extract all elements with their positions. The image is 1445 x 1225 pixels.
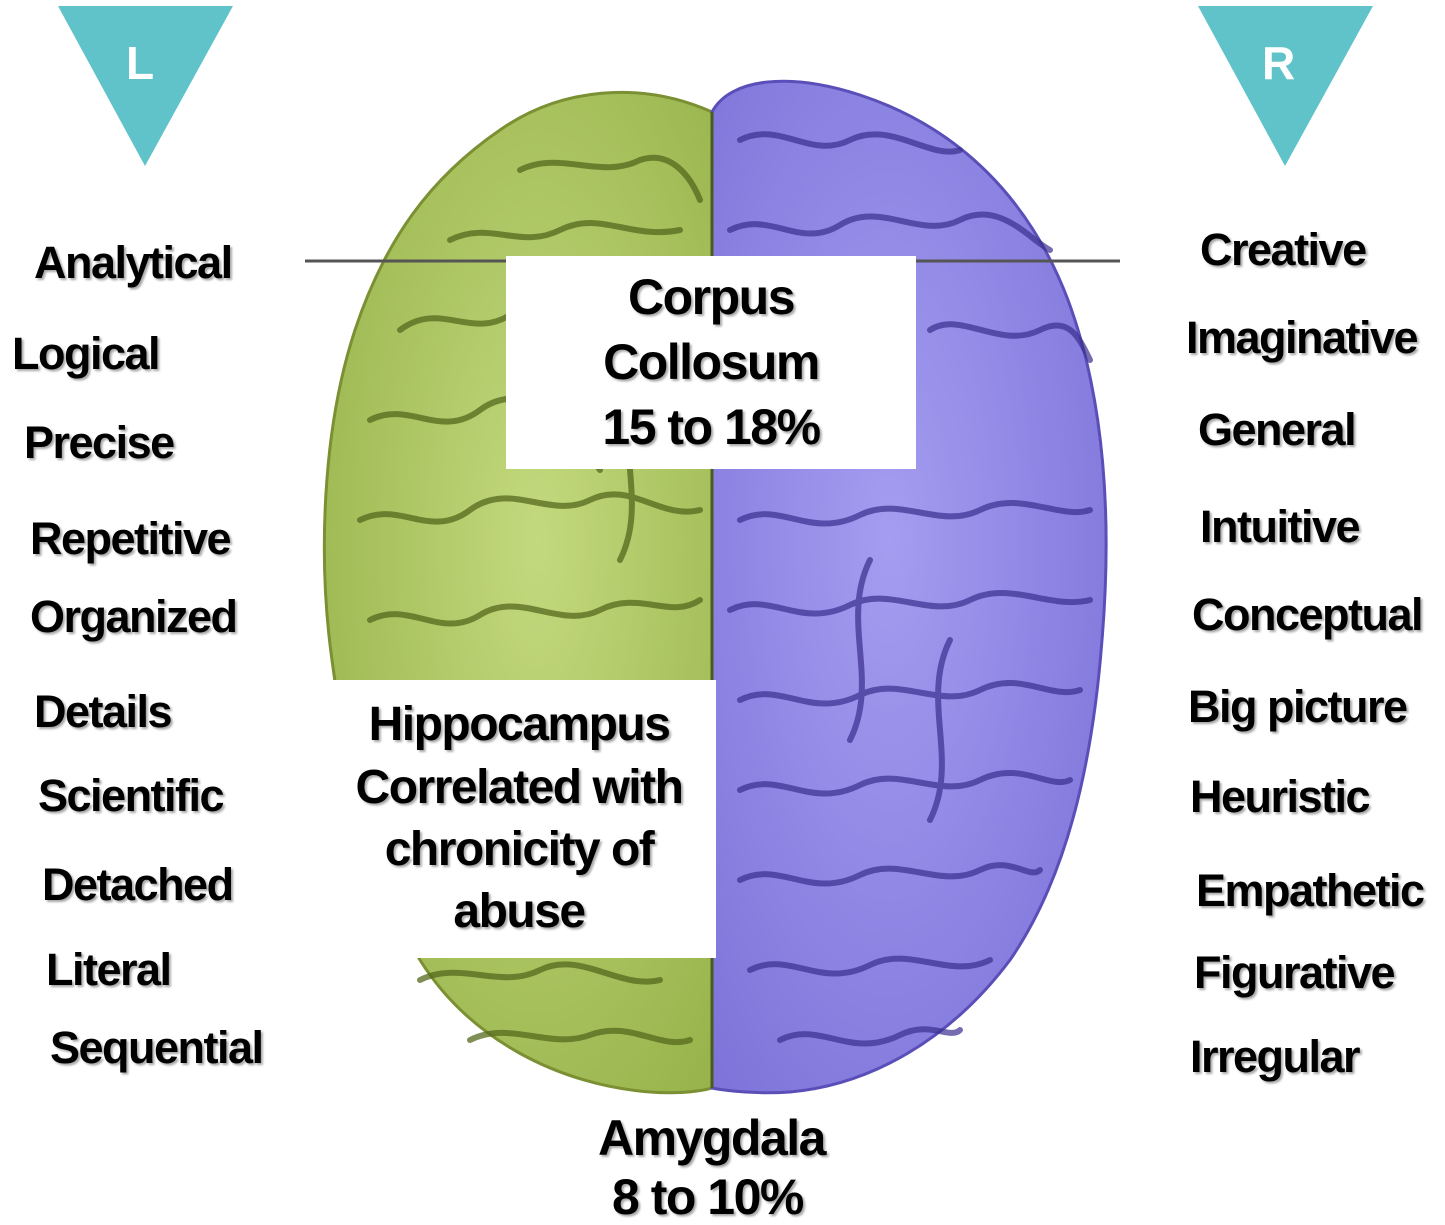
amygdala-percentage: 8 to 10% — [612, 1172, 803, 1222]
hippocampus-label-line4: abuse — [453, 881, 584, 943]
left-trait: Detached — [42, 862, 233, 907]
right-hemisphere — [712, 81, 1106, 1092]
right-trait: Figurative — [1194, 950, 1394, 995]
corpus-callosum-box: Corpus Collosum 15 to 18% — [506, 256, 916, 469]
right-trait: General — [1198, 407, 1355, 452]
right-trait: Imaginative — [1186, 315, 1417, 360]
left-trait: Sequential — [50, 1025, 263, 1070]
right-marker-letter: R — [1262, 40, 1295, 86]
left-trait: Analytical — [34, 240, 232, 285]
corpus-percentage: 15 to 18% — [602, 395, 819, 460]
left-trait: Repetitive — [30, 516, 230, 561]
left-trait: Precise — [24, 420, 174, 465]
right-trait: Irregular — [1190, 1034, 1359, 1079]
right-trait: Heuristic — [1190, 774, 1369, 819]
amygdala-label: Amygdala — [598, 1113, 825, 1163]
left-trait: Organized — [30, 594, 237, 639]
hippocampus-label-line1: Hippocampus — [369, 694, 670, 756]
corpus-label-line1: Corpus — [628, 265, 794, 330]
hippocampus-box: Hippocampus Correlated with chronicity o… — [322, 680, 716, 958]
left-marker-letter: L — [126, 40, 154, 86]
left-trait: Literal — [46, 947, 171, 992]
right-trait: Big picture — [1188, 684, 1407, 729]
right-trait: Conceptual — [1192, 592, 1422, 637]
hippocampus-label-line2: Correlated with — [356, 757, 683, 819]
right-trait: Creative — [1200, 227, 1366, 272]
right-trait: Intuitive — [1200, 504, 1359, 549]
right-trait: Empathetic — [1196, 868, 1424, 913]
left-trait: Scientific — [38, 773, 223, 818]
left-trait: Details — [34, 689, 171, 734]
hippocampus-label-line3: chronicity of — [385, 819, 654, 881]
corpus-label-line2: Collosum — [603, 330, 819, 395]
left-trait: Logical — [12, 331, 159, 376]
